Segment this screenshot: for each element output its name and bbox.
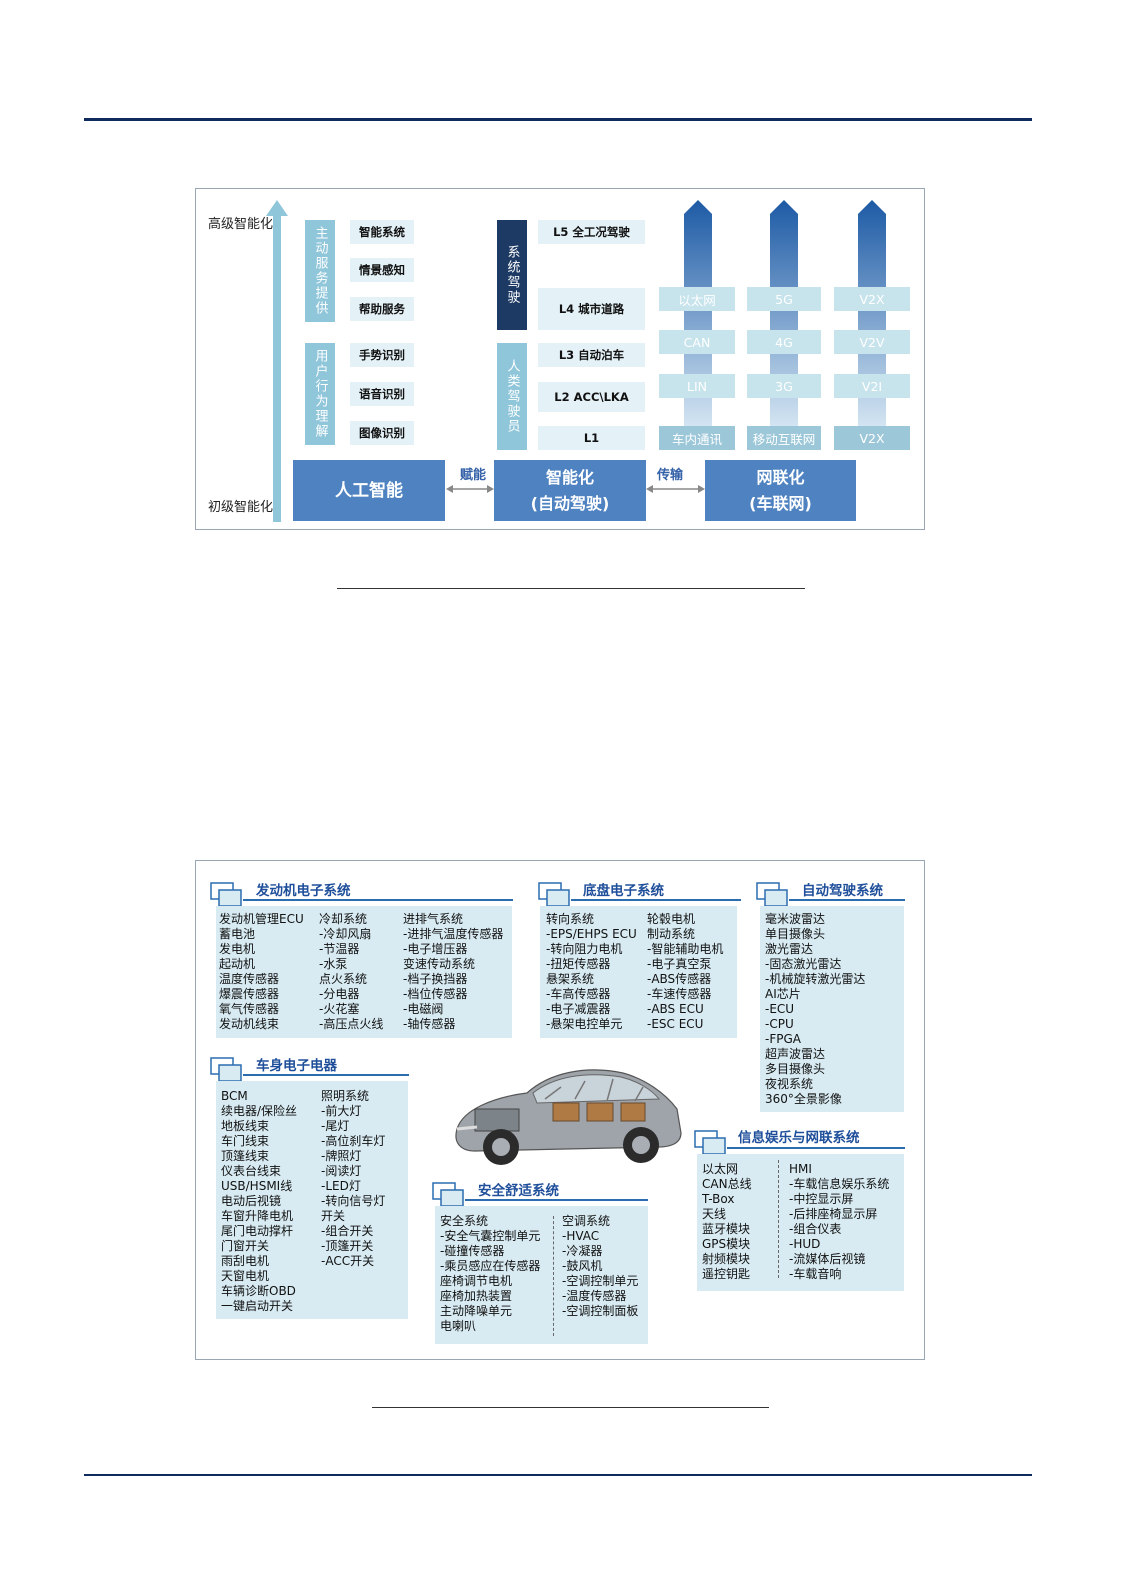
engine-col-3: 进排气系统 -进排气温度传感器 -电子增压器 变速传动系统 -档子换挡器 -档位… <box>403 912 504 1031</box>
panel-adas: 毫米波雷达 单目摄像头 激光雷达 -固态激光雷达 -机械旋转激光雷达 AI芯片 … <box>760 906 904 1112</box>
invehicle-item: CAN <box>659 330 735 354</box>
panel-infotainment: 以太网 CAN总线 T-Box 天线 蓝牙模块 GPS模块 射频模块 遥控钥匙 … <box>697 1154 904 1291</box>
panel-engine: 发动机管理ECU 蓄电池 发电机 起动机 温度传感器 爆震传感器 氧气传感器 发… <box>216 906 512 1038</box>
box-net-subtitle: (车联网) <box>749 493 812 513</box>
intelligence-up-arrow-icon <box>266 200 288 522</box>
mobile-item: 4G <box>747 330 821 354</box>
section-title-body: 车身电子电器 <box>256 1058 337 1074</box>
level-box: L4 城市道路 <box>538 288 645 330</box>
adas-col-1: 毫米波雷达 单目摄像头 激光雷达 -固态激光雷达 -机械旋转激光雷达 AI芯片 … <box>765 912 866 1106</box>
level-box: L2 ACC\LKA <box>538 382 645 412</box>
section-underline <box>465 1199 648 1201</box>
group-human-driver: 人类驾驶员 <box>497 343 527 450</box>
box-connected: 网联化 (车联网) <box>705 460 856 521</box>
box-net-title: 网联化 <box>756 467 805 487</box>
box-intel-subtitle: (自动驾驶) <box>530 493 610 513</box>
column-divider <box>553 1216 554 1336</box>
behavior-item: 语音识别 <box>350 382 414 406</box>
body-col-1: BCM 续电器/保险丝 地板线束 车门线束 顶篷线束 仪表台线束 USB/HSM… <box>221 1089 298 1313</box>
service-item: 帮助服务 <box>350 297 414 321</box>
section-frames-icon <box>210 882 242 907</box>
level-box: L1 <box>538 426 645 450</box>
infotainment-col-2: HMI -车载信息娱乐系统 -中控显示屏 -后排座椅显示屏 -组合仪表 -HUD… <box>789 1162 890 1281</box>
v2x-item: V2X <box>834 287 910 311</box>
v2x-item: V2I <box>834 374 910 398</box>
section-title-engine: 发动机电子系统 <box>256 883 351 899</box>
arrow-label-empower: 赋能 <box>460 468 487 483</box>
box-artificial-intelligence: 人工智能 <box>293 460 445 521</box>
footer-rule <box>84 1474 1032 1476</box>
axis-label-high: 高级智能化 <box>208 217 274 232</box>
bottom-label-invehicle: 车内通讯 <box>659 426 735 450</box>
v2x-item: V2V <box>834 330 910 354</box>
panel-comfort: 安全系统 -安全气囊控制单元 -碰撞传感器 -乘员感应在传感器 座椅调节电机 座… <box>435 1206 648 1344</box>
bottom-label-mobile: 移动互联网 <box>747 426 821 450</box>
level-box: L5 全工况驾驶 <box>538 220 645 244</box>
section-underline <box>571 899 741 901</box>
header-rule <box>84 118 1032 121</box>
comfort-col-1: 安全系统 -安全气囊控制单元 -碰撞传感器 -乘员感应在传感器 座椅调节电机 座… <box>440 1214 541 1333</box>
mobile-item: 5G <box>747 287 821 311</box>
double-arrow-icon <box>446 485 494 493</box>
mobile-item: 3G <box>747 374 821 398</box>
section-frames-icon <box>538 882 570 907</box>
level-box: L3 自动泊车 <box>538 343 645 367</box>
section-frames-icon <box>210 1057 242 1082</box>
box-ai-label: 人工智能 <box>335 480 403 501</box>
section-underline <box>789 899 905 901</box>
group-system-driving: 系统驾驶 <box>497 220 527 330</box>
panel-chassis: 转向系统 -EPS/EHPS ECU -转向阻力电机 -扭矩传感器 悬架系统 -… <box>540 906 737 1038</box>
group-user-behavior: 用户行为理解 <box>305 343 335 445</box>
engine-col-1: 发动机管理ECU 蓄电池 发电机 起动机 温度传感器 爆震传感器 氧气传感器 发… <box>219 912 304 1031</box>
caption-line-figure2 <box>372 1407 769 1408</box>
section-frames-icon <box>756 882 788 907</box>
comfort-col-2: 空调系统 -HVAC -冷凝器 -鼓风机 -空调控制单元 -温度传感器 -空调控… <box>562 1214 639 1318</box>
caption-line-figure1 <box>337 588 805 589</box>
body-col-2: 照明系统 -前大灯 -尾灯 -高位刹车灯 -牌照灯 -阅读灯 -LED灯 -转向… <box>321 1089 386 1268</box>
section-frames-icon <box>694 1130 726 1155</box>
section-title-infotainment: 信息娱乐与网联系统 <box>738 1130 860 1146</box>
section-title-comfort: 安全舒适系统 <box>478 1183 559 1199</box>
engine-col-2: 冷却系统 -冷却风扇 -节温器 -水泵 点火系统 -分电器 -火花塞 -高压点火… <box>319 912 384 1031</box>
behavior-item: 手势识别 <box>350 343 414 367</box>
section-title-chassis: 底盘电子系统 <box>583 883 664 899</box>
section-underline <box>243 1074 409 1076</box>
bottom-label-v2x: V2X <box>834 426 910 450</box>
service-item: 智能系统 <box>350 220 414 244</box>
column-divider <box>778 1160 779 1278</box>
section-frames-icon <box>432 1182 464 1207</box>
section-title-adas: 自动驾驶系统 <box>802 883 883 899</box>
service-item: 情景感知 <box>350 258 414 282</box>
chassis-col-1: 转向系统 -EPS/EHPS ECU -转向阻力电机 -扭矩传感器 悬架系统 -… <box>546 912 637 1031</box>
double-arrow-icon <box>646 485 705 493</box>
behavior-item: 图像识别 <box>350 421 414 445</box>
group-active-service: 主动服务提供 <box>305 220 335 322</box>
panel-body: BCM 续电器/保险丝 地板线束 车门线束 顶篷线束 仪表台线束 USB/HSM… <box>216 1081 408 1319</box>
box-intel-title: 智能化 <box>545 467 594 487</box>
invehicle-item: LIN <box>659 374 735 398</box>
section-underline <box>727 1147 905 1149</box>
chassis-col-2: 轮毂电机 制动系统 -智能辅助电机 -电子真空泵 -ABS传感器 -车速传感器 … <box>647 912 724 1031</box>
infotainment-col-1: 以太网 CAN总线 T-Box 天线 蓝牙模块 GPS模块 射频模块 遥控钥匙 <box>702 1162 752 1281</box>
arrow-label-transmit: 传输 <box>657 468 684 483</box>
section-underline <box>243 899 513 901</box>
box-intelligent: 智能化 (自动驾驶) <box>494 460 646 521</box>
axis-label-low: 初级智能化 <box>208 500 274 515</box>
car-cutaway-illustration <box>455 1069 682 1165</box>
invehicle-item: 以太网 <box>659 287 735 311</box>
